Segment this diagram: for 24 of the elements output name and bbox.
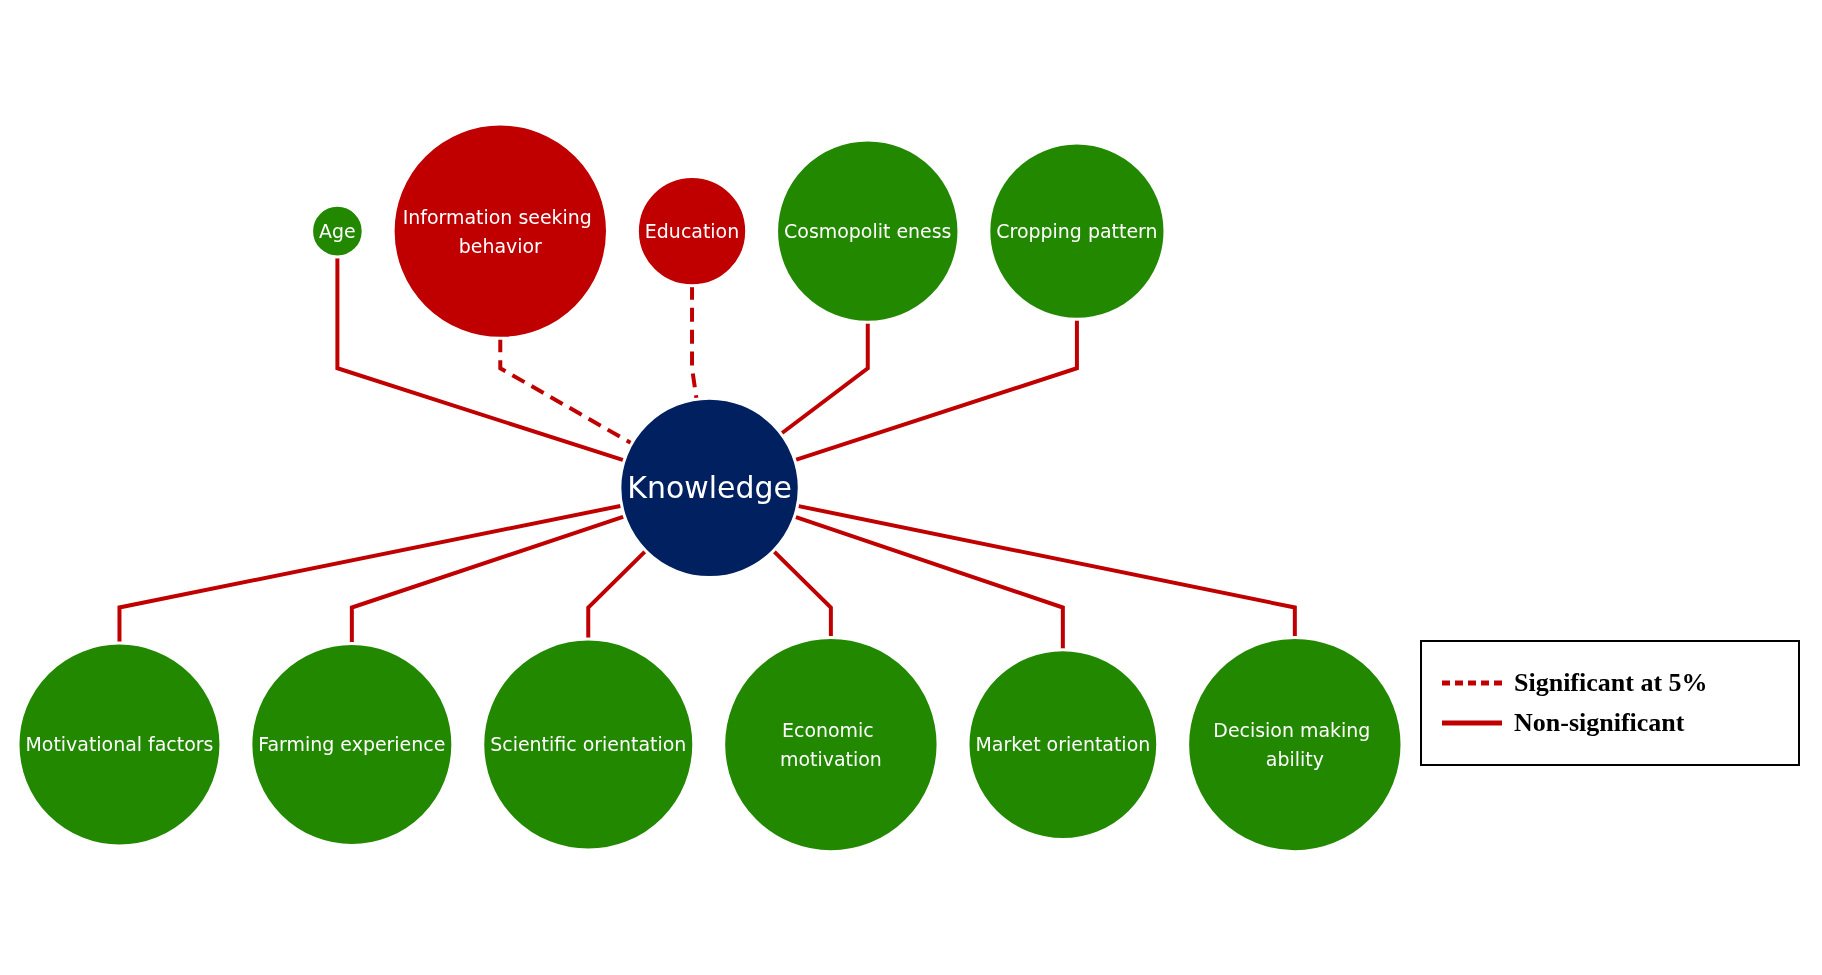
node-circle: Motivational factors xyxy=(16,641,223,848)
connector xyxy=(498,337,633,445)
connector xyxy=(586,549,648,639)
node-circle: Cosmopolit eness xyxy=(775,138,961,324)
connector xyxy=(793,514,1065,650)
node-circle: Market orientation xyxy=(966,647,1160,841)
node-circle: Cropping pattern xyxy=(987,141,1167,321)
node-circle: Economic motivation xyxy=(722,635,940,853)
node-circle: Information seeking behavior xyxy=(391,122,609,340)
legend-text: Non-significant xyxy=(1514,708,1685,738)
node-circle: Knowledge xyxy=(618,396,801,579)
legend-text: Significant at 5% xyxy=(1514,668,1708,698)
connector xyxy=(772,549,833,637)
node-circle: Scientific orientation xyxy=(481,637,696,852)
node-circle: Decision making ability xyxy=(1186,635,1404,853)
node-circle: Farming experience xyxy=(249,641,455,847)
connector xyxy=(794,318,1079,462)
node-circle: Age xyxy=(310,203,365,259)
connector xyxy=(779,321,870,435)
connector xyxy=(335,256,625,462)
connector xyxy=(117,503,623,643)
connector xyxy=(349,514,626,644)
connector xyxy=(690,285,699,400)
connector xyxy=(797,503,1297,637)
